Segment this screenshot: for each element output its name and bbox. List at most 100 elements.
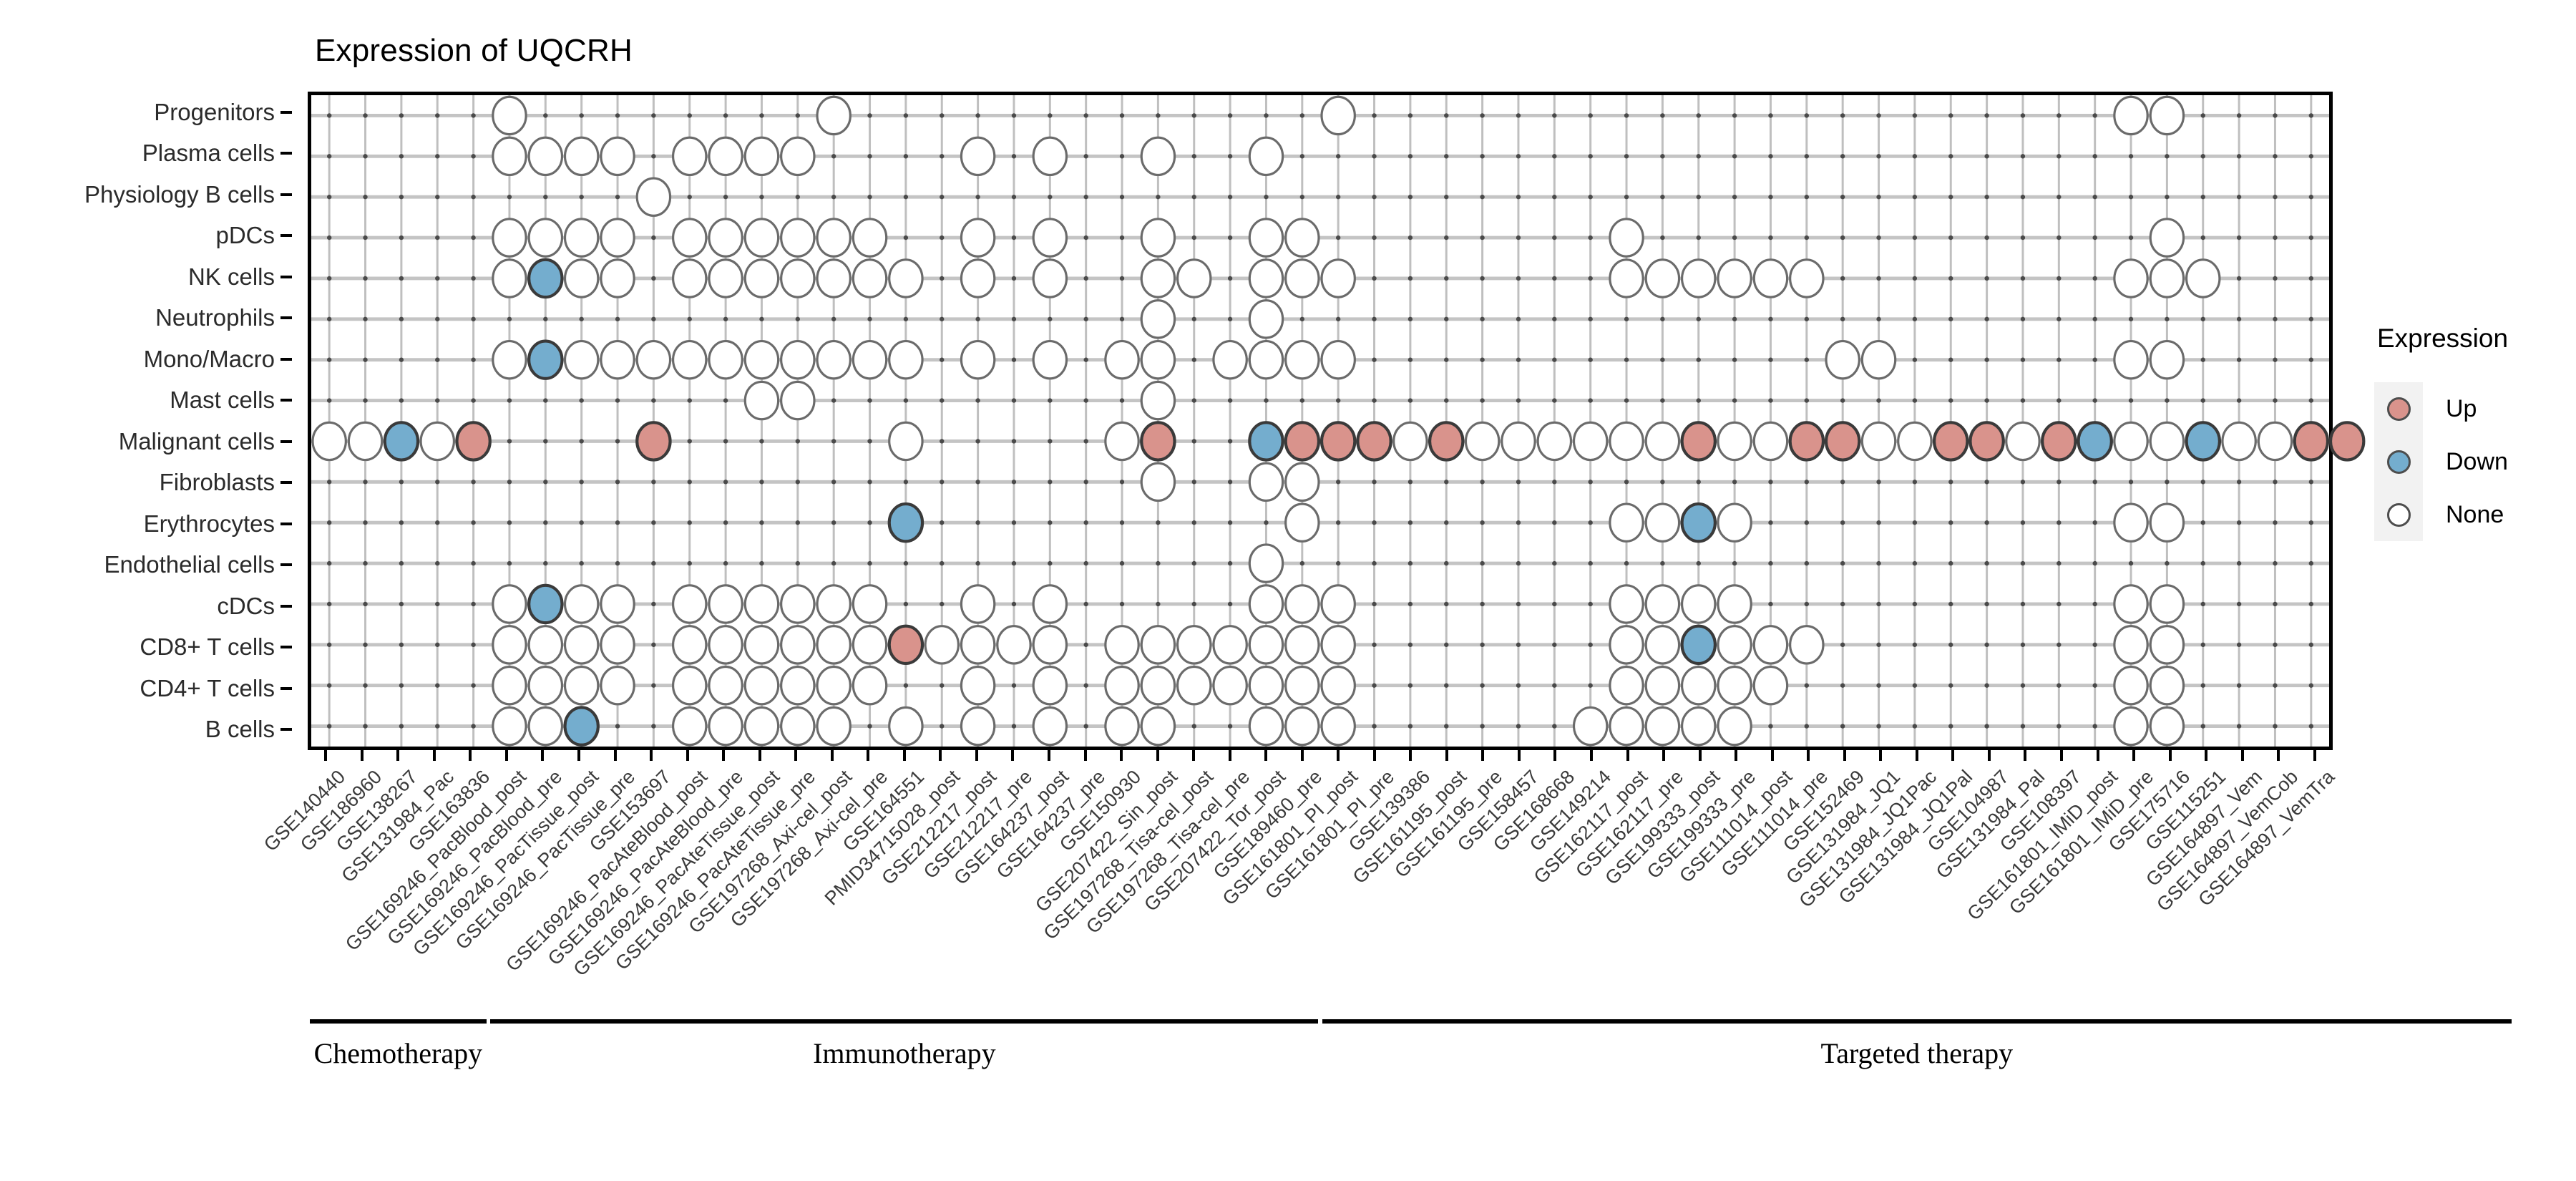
dot-cell[interactable] (600, 218, 635, 258)
dot-cell[interactable] (2041, 421, 2077, 462)
dot-cell[interactable] (527, 258, 564, 299)
dot-cell[interactable] (1609, 665, 1644, 706)
dot-cell[interactable] (1717, 706, 1752, 747)
dot-cell[interactable] (780, 665, 816, 706)
dot-cell[interactable] (1680, 624, 1717, 666)
dot-cell[interactable] (311, 421, 347, 462)
dot-cell[interactable] (600, 136, 635, 177)
dot-cell[interactable] (671, 665, 708, 706)
dot-cell[interactable] (2149, 339, 2185, 380)
dot-cell[interactable] (600, 339, 635, 380)
dot-cell[interactable] (2149, 95, 2185, 136)
dot-cell[interactable] (1428, 421, 1465, 462)
dot-cell[interactable] (1356, 421, 1392, 462)
dot-cell[interactable] (1284, 665, 1320, 706)
dot-cell[interactable] (2257, 421, 2293, 462)
dot-cell[interactable] (1680, 665, 1717, 706)
dot-cell[interactable] (743, 584, 780, 624)
dot-cell[interactable] (600, 258, 635, 298)
dot-cell[interactable] (1248, 706, 1284, 747)
dot-cell[interactable] (816, 625, 852, 665)
dot-cell[interactable] (1572, 706, 1609, 747)
dot-cell[interactable] (960, 665, 996, 706)
dot-cell[interactable] (2113, 258, 2149, 298)
dot-cell[interactable] (780, 380, 816, 421)
dot-cell[interactable] (1320, 706, 1356, 747)
dot-cell[interactable] (887, 624, 924, 666)
dot-cell[interactable] (2149, 584, 2185, 624)
dot-cell[interactable] (1968, 421, 2005, 462)
dot-cell[interactable] (743, 218, 780, 258)
dot-cell[interactable] (780, 258, 816, 298)
dot-cell[interactable] (1717, 421, 1752, 462)
dot-cell[interactable] (1644, 258, 1681, 298)
dot-cell[interactable] (1609, 421, 1644, 462)
dot-cell[interactable] (708, 258, 743, 298)
dot-cell[interactable] (1284, 584, 1320, 624)
dot-cell[interactable] (1248, 339, 1284, 380)
dot-cell[interactable] (1824, 421, 1861, 462)
dot-cell[interactable] (527, 706, 564, 747)
dot-cell[interactable] (419, 421, 456, 462)
dot-cell[interactable] (600, 665, 635, 706)
dot-cell[interactable] (2113, 421, 2149, 462)
dot-cell[interactable] (2293, 421, 2330, 462)
dot-cell[interactable] (887, 502, 924, 543)
dot-cell[interactable] (1320, 625, 1356, 665)
dot-cell[interactable] (1140, 339, 1176, 380)
dot-cell[interactable] (1752, 665, 1789, 706)
dot-cell[interactable] (563, 136, 600, 177)
dot-cell[interactable] (1717, 584, 1752, 624)
dot-cell[interactable] (1140, 380, 1176, 421)
dot-cell[interactable] (2113, 502, 2149, 543)
dot-cell[interactable] (563, 625, 600, 665)
dot-cell[interactable] (1717, 665, 1752, 706)
dot-cell[interactable] (960, 218, 996, 258)
dot-cell[interactable] (1788, 421, 1825, 462)
dot-cell[interactable] (1032, 258, 1068, 298)
dot-cell[interactable] (1284, 502, 1320, 543)
dot-cell[interactable] (1644, 584, 1681, 624)
dot-cell[interactable] (780, 218, 816, 258)
dot-cell[interactable] (1248, 625, 1284, 665)
dot-cell[interactable] (1284, 218, 1320, 258)
dot-cell[interactable] (1284, 706, 1320, 747)
dot-cell[interactable] (708, 625, 743, 665)
dot-cell[interactable] (492, 258, 527, 298)
dot-cell[interactable] (816, 665, 852, 706)
dot-cell[interactable] (1609, 625, 1644, 665)
legend-item[interactable]: Up (2374, 382, 2567, 435)
dot-cell[interactable] (492, 665, 527, 706)
dot-cell[interactable] (563, 258, 600, 298)
dot-cell[interactable] (2221, 421, 2257, 462)
dot-cell[interactable] (960, 136, 996, 177)
dot-cell[interactable] (780, 339, 816, 380)
dot-cell[interactable] (1752, 625, 1789, 665)
dot-cell[interactable] (780, 584, 816, 624)
dot-cell[interactable] (743, 136, 780, 177)
dot-cell[interactable] (924, 625, 960, 665)
dot-cell[interactable] (492, 95, 527, 136)
dot-cell[interactable] (1104, 706, 1140, 747)
dot-cell[interactable] (1644, 625, 1681, 665)
dot-cell[interactable] (671, 625, 708, 665)
dot-cell[interactable] (563, 665, 600, 706)
dot-cell[interactable] (492, 584, 527, 624)
dot-cell[interactable] (708, 136, 743, 177)
dot-cell[interactable] (1825, 339, 1860, 380)
dot-cell[interactable] (1032, 218, 1068, 258)
dot-cell[interactable] (1248, 584, 1284, 624)
dot-cell[interactable] (1248, 299, 1284, 339)
dot-cell[interactable] (743, 665, 780, 706)
dot-cell[interactable] (2149, 218, 2185, 258)
dot-cell[interactable] (1140, 421, 1176, 462)
dot-cell[interactable] (635, 339, 672, 380)
dot-cell[interactable] (1860, 339, 1897, 380)
dot-cell[interactable] (960, 339, 996, 380)
dot-cell[interactable] (1104, 625, 1140, 665)
dot-cell[interactable] (527, 339, 564, 380)
dot-cell[interactable] (816, 218, 852, 258)
dot-cell[interactable] (960, 625, 996, 665)
dot-cell[interactable] (1248, 136, 1284, 177)
dot-cell[interactable] (1284, 339, 1320, 380)
